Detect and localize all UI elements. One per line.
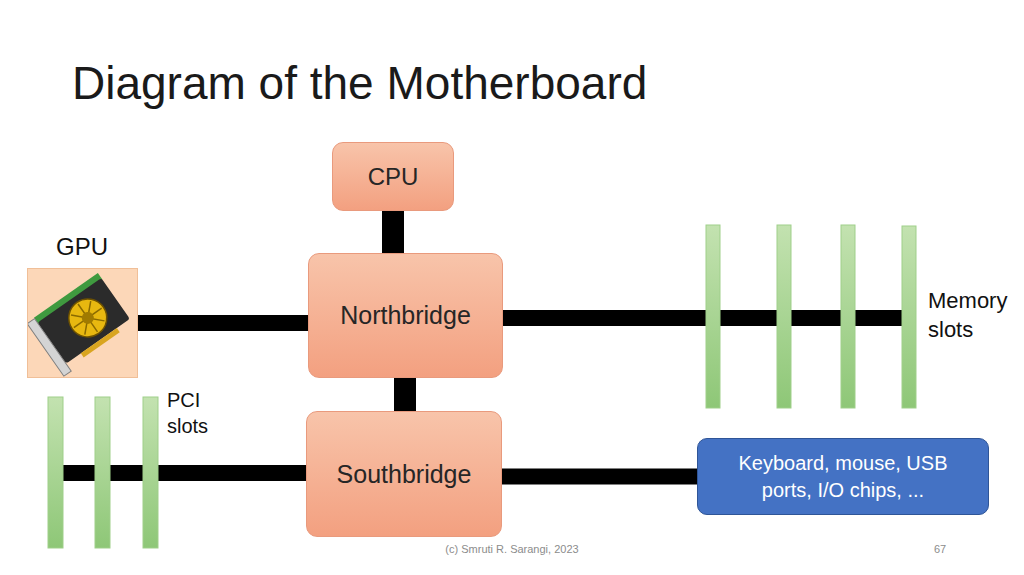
memory-slots (706, 225, 916, 408)
io-box: Keyboard, mouse, USB ports, I/O chips, .… (697, 438, 989, 515)
memory-slot (777, 225, 791, 408)
node-label: Southbridge (337, 460, 472, 489)
northbridge-box: Northbridge (308, 253, 503, 378)
memory-slot (902, 226, 916, 408)
copyright-note: (c) Smruti R. Sarangi, 2023 (380, 542, 644, 556)
node-label: Keyboard, mouse, USB ports, I/O chips, .… (728, 450, 958, 504)
cpu-box: CPU (332, 142, 454, 211)
slide-number: 67 (928, 542, 952, 556)
bus-connector (382, 211, 404, 253)
node-label: Northbridge (340, 301, 471, 330)
gpu-card: GPU (27, 268, 138, 378)
graphics-card (28, 273, 135, 376)
pci-slots (48, 397, 158, 548)
pci-label: PCI slots (167, 387, 223, 439)
pci-slot (143, 397, 158, 548)
memory-slot (841, 225, 855, 408)
card-fan (61, 291, 114, 344)
slide-title: Diagram of the Motherboard (72, 56, 647, 111)
node-heading: GPU (56, 233, 108, 261)
bus-connector (502, 469, 697, 485)
card-bracket (28, 319, 71, 377)
bus-connector (138, 315, 308, 331)
pci-slot (95, 397, 110, 548)
gpu-illustration (28, 269, 137, 377)
pci-bus (48, 465, 309, 481)
memory-label: Memory slots (928, 287, 1020, 344)
pci-slot (48, 397, 63, 548)
memory-slot (706, 225, 720, 408)
bus-connector (394, 378, 416, 411)
node-label: CPU (368, 163, 419, 191)
fan-hub (79, 310, 96, 327)
southbridge-box: Southbridge (306, 411, 502, 537)
